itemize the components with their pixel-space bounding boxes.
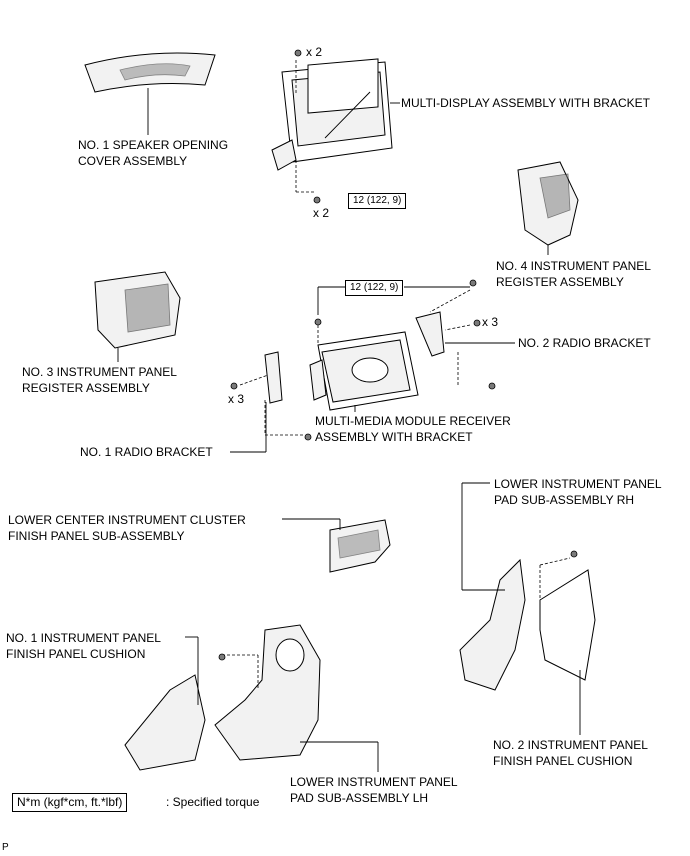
- lower-pad-rh-part: [459, 482, 596, 735]
- legend-description: : Specified torque: [166, 795, 260, 809]
- qty-display-top: x 2: [306, 45, 323, 59]
- no3-register-part: [94, 271, 181, 362]
- no1-finish-cushion-part: [124, 636, 206, 771]
- no2-radio-bracket-label: NO. 2 RADIO BRACKET: [518, 336, 651, 350]
- corner-mark: P: [2, 842, 9, 853]
- qty-bracket-right: x 3: [482, 315, 499, 329]
- torque-display: 12 (122, 9): [348, 193, 407, 209]
- no4-register-part: [517, 161, 579, 255]
- lower-pad-lh-part: [214, 624, 379, 772]
- torque-receiver: 12 (122, 9): [345, 280, 404, 296]
- qty-bracket-left: x 3: [228, 392, 245, 406]
- multi-display-part: [271, 49, 400, 204]
- no1-radio-bracket-label: NO. 1 RADIO BRACKET: [80, 445, 213, 459]
- qty-display-bottom: x 2: [313, 206, 330, 220]
- multi-display-label: MULTI-DISPLAY ASSEMBLY WITH BRACKET: [401, 96, 650, 110]
- multimedia-receiver-part: [230, 279, 515, 453]
- speaker-cover-part: [84, 52, 216, 135]
- lower-center-cluster-part: [282, 518, 391, 573]
- legend-torque-box: N*m (kgf*cm, ft.*lbf): [12, 793, 128, 812]
